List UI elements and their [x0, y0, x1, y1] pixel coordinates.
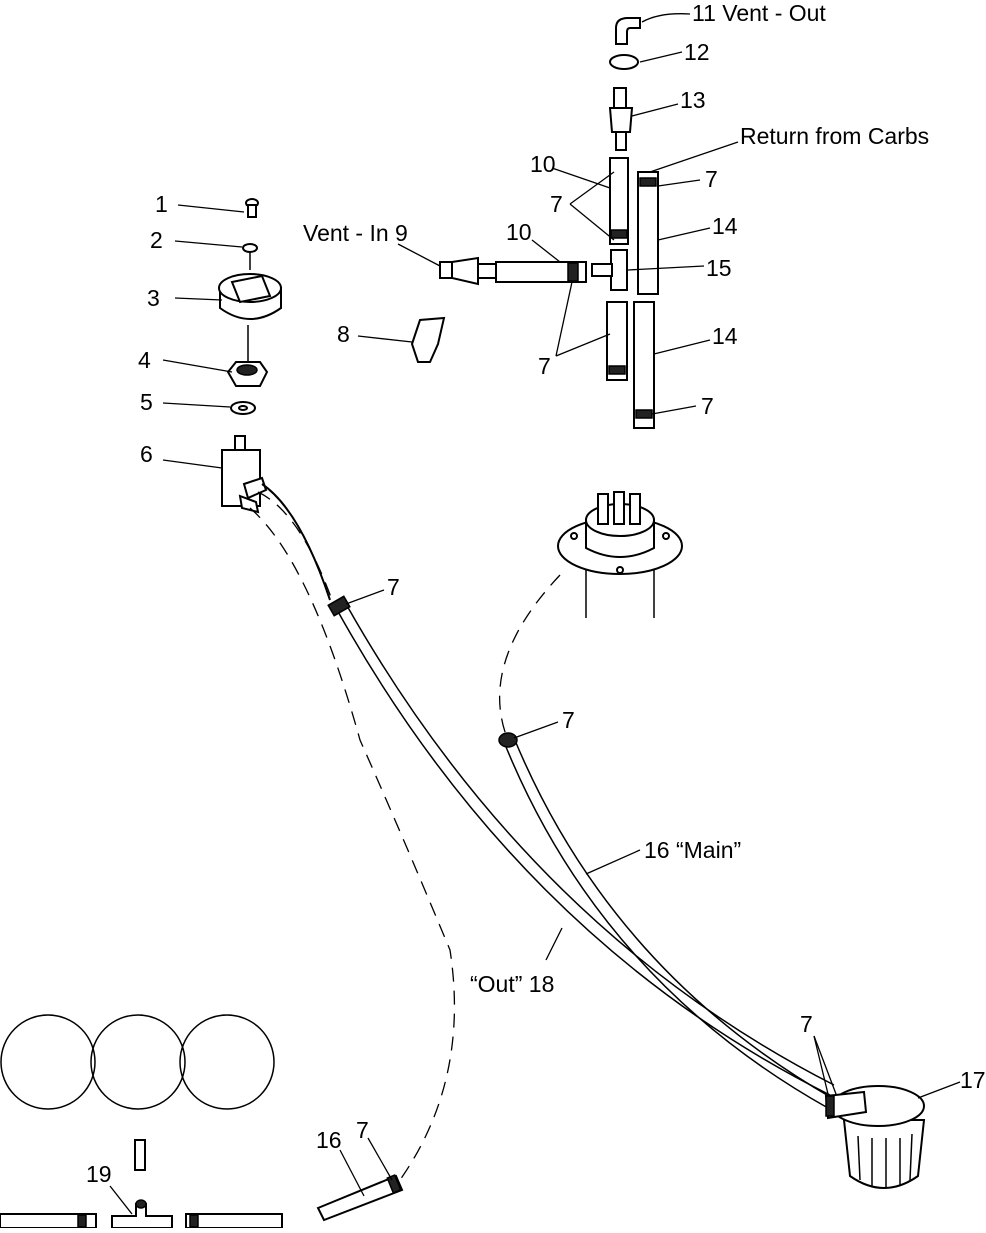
- label-part-4: 4: [138, 347, 151, 373]
- label-part-16: 16: [316, 1127, 342, 1153]
- hose-dashed-out-18: [249, 507, 456, 1181]
- label-part-13: 13: [680, 87, 706, 113]
- label-part-3: 3: [147, 285, 160, 311]
- fuel-filter-part-17: [824, 1085, 926, 1189]
- label-main: 16 “Main”: [644, 837, 741, 863]
- clip-part-8: [410, 316, 446, 363]
- label-out: “Out” 18: [470, 971, 554, 997]
- knob-part-3: [218, 273, 282, 320]
- label-vent-out: 11 Vent - Out: [692, 0, 826, 26]
- washer-part-2: [242, 243, 258, 253]
- label-part-17: 17: [960, 1067, 986, 1093]
- label-part-2: 2: [150, 227, 163, 253]
- hose-part-14-upper: [637, 171, 659, 295]
- tee-kit-part-19: [0, 1139, 283, 1229]
- vent-in-fitting-part-9: [439, 256, 497, 286]
- hose-part-14-lower: [633, 301, 655, 429]
- label-part-14-lower: 14: [712, 323, 738, 349]
- leader-lines-valve: [162, 204, 245, 469]
- label-part-7-lower: 7: [538, 353, 551, 379]
- washer-part-5: [230, 401, 256, 415]
- hose-main-long: [327, 595, 835, 1096]
- label-part-14-upper: 14: [712, 213, 738, 239]
- tee-fitting-part-15: [591, 249, 628, 291]
- label-part-7-hose14: 7: [701, 393, 714, 419]
- label-part-12: 12: [684, 39, 710, 65]
- label-part-7-filter: 7: [800, 1011, 813, 1037]
- hose-dashed-tank-to-main: [499, 574, 561, 736]
- leader-lines-lower: [109, 589, 961, 1215]
- label-part-19: 19: [86, 1161, 112, 1187]
- valve-body-part-6: [221, 435, 268, 514]
- circle-frames: [0, 1014, 275, 1110]
- filter-part-13: [608, 87, 634, 151]
- hose-dashed-valve-to-hose7: [257, 491, 333, 601]
- tank-fuel-pickup: [557, 491, 683, 618]
- hose-part-7-from-valve: [261, 483, 331, 601]
- hose-main-part-16: [498, 732, 833, 1109]
- label-part-7-tank: 7: [562, 707, 575, 733]
- label-part-10-horizontal: 10: [506, 219, 532, 245]
- label-part-7-valve-hose: 7: [387, 574, 400, 600]
- leader-lines-vent: [397, 141, 739, 415]
- label-part-7-upper: 7: [550, 191, 563, 217]
- label-part-15: 15: [706, 255, 732, 281]
- label-vent-in: Vent - In 9: [303, 220, 408, 246]
- nut-part-4: [226, 361, 269, 387]
- label-part-10-upper: 10: [530, 151, 556, 177]
- hose-part-10-horizontal: [495, 261, 587, 283]
- label-part-1: 1: [155, 191, 168, 217]
- screw-part-1: [245, 198, 259, 218]
- label-part-8: 8: [337, 321, 350, 347]
- hose-part-16-short: [316, 1174, 404, 1222]
- label-part-7-return: 7: [705, 166, 718, 192]
- label-part-7-short: 7: [356, 1117, 369, 1143]
- hose-part-10-upper: [609, 157, 629, 245]
- label-part-6: 6: [140, 441, 153, 467]
- hose-part-10-lower: [606, 301, 628, 381]
- label-return-from-carbs: Return from Carbs: [740, 123, 929, 149]
- elbow-part-11: [615, 17, 641, 45]
- clamp-part-12: [609, 54, 639, 70]
- label-part-5: 5: [140, 389, 153, 415]
